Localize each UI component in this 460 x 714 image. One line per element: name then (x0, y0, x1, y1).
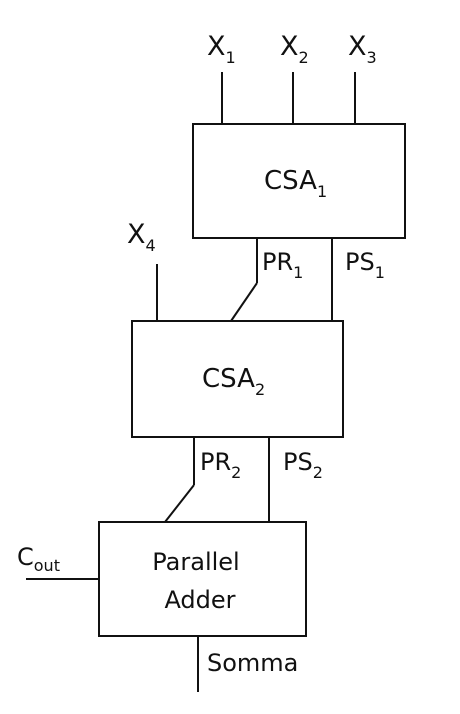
adder-label-line1: Parallel (152, 548, 239, 576)
parallel-adder-block (98, 521, 307, 637)
csa2-label: CSA2 (202, 364, 265, 399)
input-x2-label: X2 (280, 31, 309, 67)
cout-label: Cout (17, 543, 60, 575)
input-x3-label: X3 (348, 31, 377, 67)
csa1-block (192, 123, 406, 239)
output-label: Somma (207, 649, 298, 677)
ps1-label: PS1 (345, 248, 385, 282)
adder-label-line2: Adder (164, 586, 235, 614)
pr1-wire-diagonal (230, 282, 258, 322)
pr2-label: PR2 (200, 448, 241, 482)
input-x1-label: X1 (207, 31, 236, 67)
input-x4-label: X4 (127, 219, 156, 255)
pr1-label: PR1 (262, 248, 303, 282)
pr2-wire-diagonal (164, 484, 195, 523)
ps2-label: PS2 (283, 448, 323, 482)
csa2-block (131, 320, 344, 438)
csa1-label: CSA1 (264, 166, 327, 201)
